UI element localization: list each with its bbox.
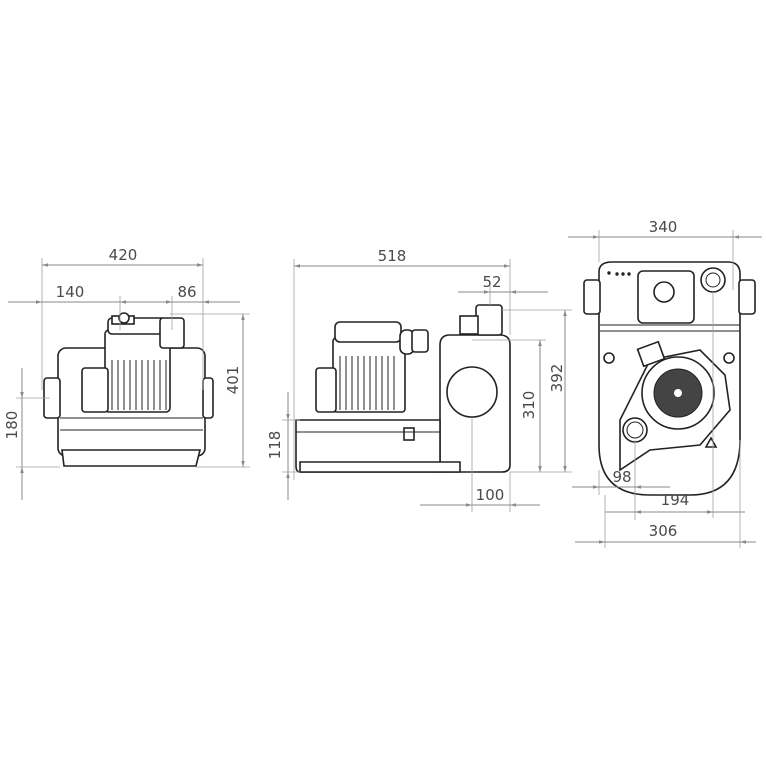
dim-side-inlet-offset: 100 [476, 486, 505, 504]
dim-front-height: 401 [224, 366, 242, 395]
front-pump-body [43, 312, 214, 467]
dim-side-height: 392 [548, 364, 566, 393]
dim-side-length: 518 [378, 247, 407, 265]
top-view: 340 98 194 306 [568, 218, 762, 548]
dim-front-inlet-height: 180 [3, 411, 21, 440]
dim-side-outlet-offset: 52 [482, 273, 501, 291]
top-dimensions: 340 98 194 306 [568, 218, 762, 548]
dim-front-width: 420 [109, 246, 138, 264]
top-pump-body [583, 261, 756, 496]
dim-side-inlet-height: 310 [520, 391, 538, 420]
dim-top-outlet-x: 98 [612, 468, 631, 486]
front-dimensions: 420 140 86 401 180 [3, 246, 250, 500]
side-view: 518 52 392 310 118 100 [266, 247, 572, 512]
side-pump-body [295, 304, 511, 473]
front-view: 420 140 86 401 180 [3, 246, 250, 500]
dim-side-base-height: 118 [266, 431, 284, 460]
dim-front-right-outlet: 86 [177, 283, 196, 301]
dim-top-body-width: 306 [649, 522, 678, 540]
side-dimensions: 518 52 392 310 118 100 [266, 247, 572, 512]
dim-top-vent-x: 194 [661, 491, 690, 509]
dim-top-width: 340 [649, 218, 678, 236]
dim-front-left-inlet: 140 [56, 283, 85, 301]
